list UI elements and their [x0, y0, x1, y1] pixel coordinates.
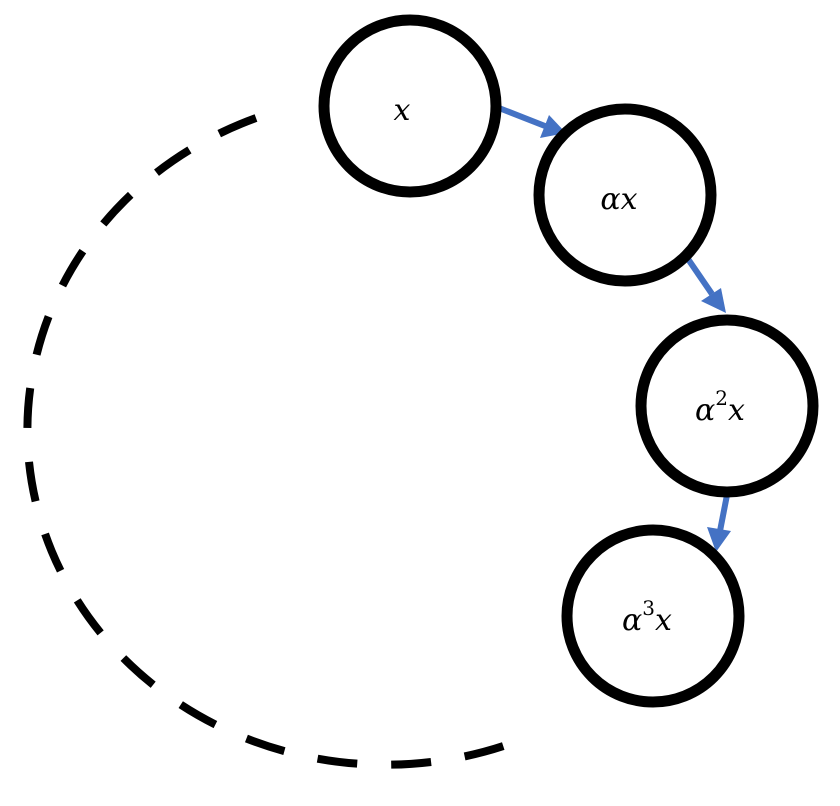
node-alpha3-x-label: α3x: [622, 596, 672, 638]
dashed-cycle-arc: [23, 114, 517, 769]
node-x-label: x: [394, 93, 411, 128]
node-alpha2-x-label: α2x: [695, 386, 745, 428]
node-alpha-x-label: αx: [600, 182, 637, 217]
node-alpha2-x: α2x: [635, 314, 819, 498]
node-alpha3-x: α3x: [561, 524, 745, 708]
node-alpha-x: αx: [533, 103, 717, 287]
arrow-n2-n3: [707, 494, 731, 552]
node-x: x: [318, 14, 502, 198]
arrow-n1-n2: [685, 257, 726, 313]
arrow-n0-n1: [497, 105, 566, 138]
